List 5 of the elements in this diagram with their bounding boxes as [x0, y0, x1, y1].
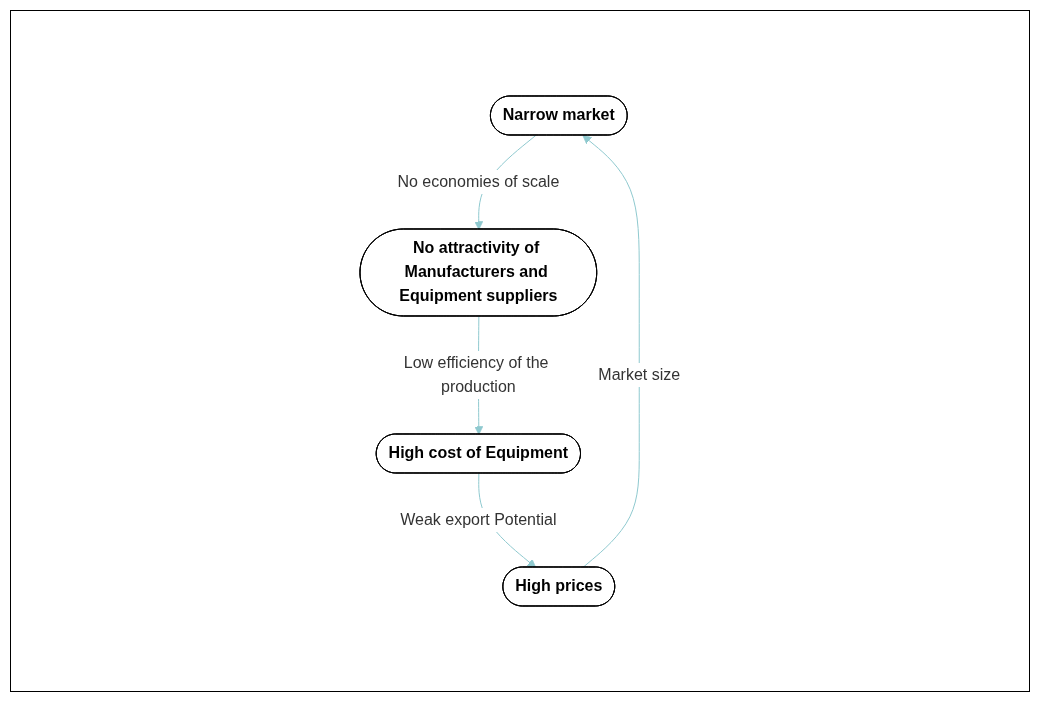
edge-label: Weak export Potential	[400, 510, 557, 528]
edge-label: Market size	[598, 365, 681, 383]
edge-label: No economies of scale	[397, 173, 560, 190]
arrow	[582, 135, 640, 568]
edge-label: Low efficiency of the production	[403, 353, 549, 395]
